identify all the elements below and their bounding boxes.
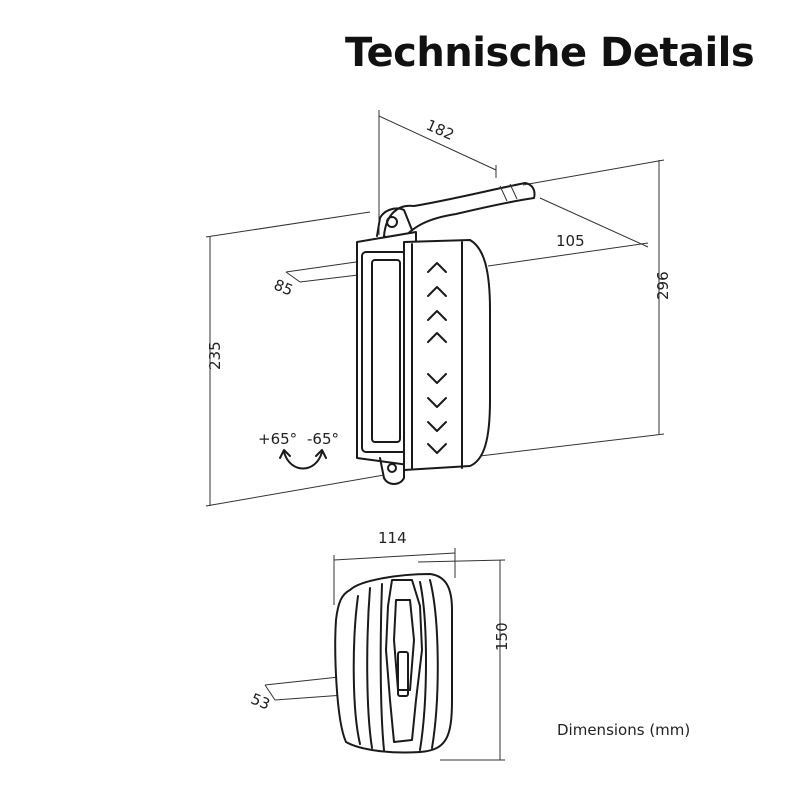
- rotation-arrow-icon: [279, 449, 327, 470]
- page-title: Technische Details: [345, 30, 755, 76]
- dim-label-53: 53: [248, 690, 272, 714]
- dim-label-105: 105: [556, 232, 585, 250]
- dim-label-182: 182: [423, 116, 456, 144]
- dim-label-114: 114: [378, 529, 407, 547]
- device-side-view: [356, 182, 536, 485]
- rotation-plus-label: +65°: [258, 430, 297, 448]
- dimension-lines-top: [205, 110, 665, 507]
- units-label: Dimensions (mm): [557, 721, 691, 739]
- dim-label-296: 296: [654, 271, 672, 300]
- rotation-minus-label: -65°: [307, 430, 339, 448]
- device-front-view: [334, 573, 453, 754]
- dim-label-235: 235: [206, 341, 224, 370]
- dim-label-85: 85: [271, 276, 295, 300]
- dim-label-150: 150: [493, 622, 511, 651]
